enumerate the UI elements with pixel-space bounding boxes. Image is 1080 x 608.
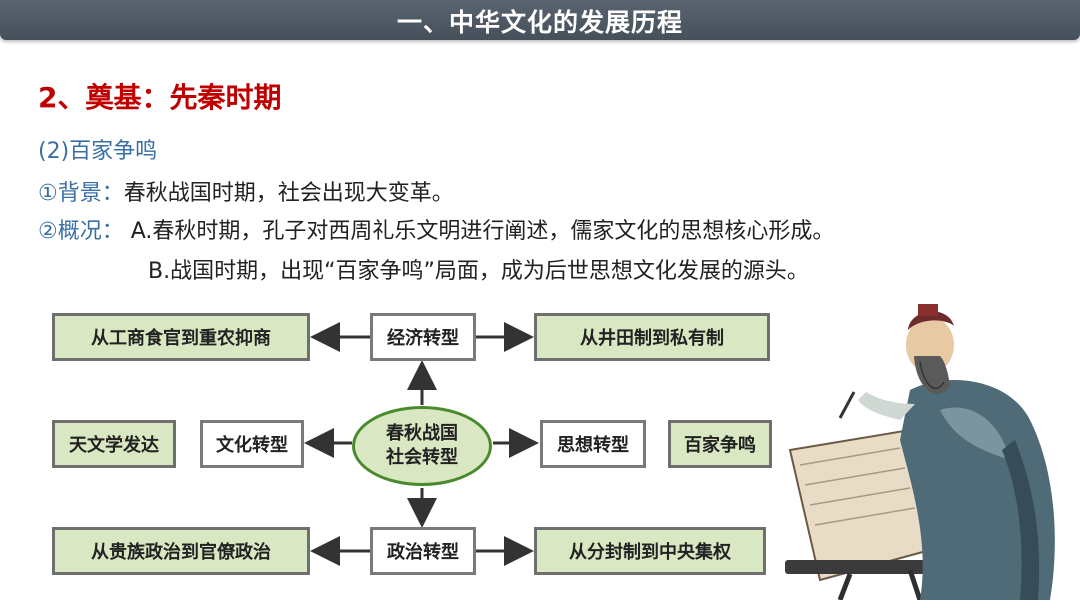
box-economy: 经济转型: [370, 313, 476, 361]
center-line-1: 春秋战国: [386, 422, 458, 446]
box-economy-left: 从工商食官到重农抑商: [52, 313, 310, 361]
box-culture: 文化转型: [200, 420, 304, 468]
center-ellipse: 春秋战国 社会转型: [352, 406, 492, 486]
center-line-2: 社会转型: [386, 446, 458, 470]
box-politics: 政治转型: [370, 527, 476, 575]
box-politics-left: 从贵族政治到官僚政治: [52, 527, 310, 575]
scholar-illustration: [780, 300, 1070, 600]
box-thought-right: 百家争鸣: [668, 420, 772, 468]
box-economy-right: 从井田制到私有制: [534, 313, 770, 361]
box-culture-left: 天文学发达: [52, 420, 176, 468]
box-thought: 思想转型: [540, 420, 646, 468]
box-politics-right: 从分封制到中央集权: [534, 527, 766, 575]
